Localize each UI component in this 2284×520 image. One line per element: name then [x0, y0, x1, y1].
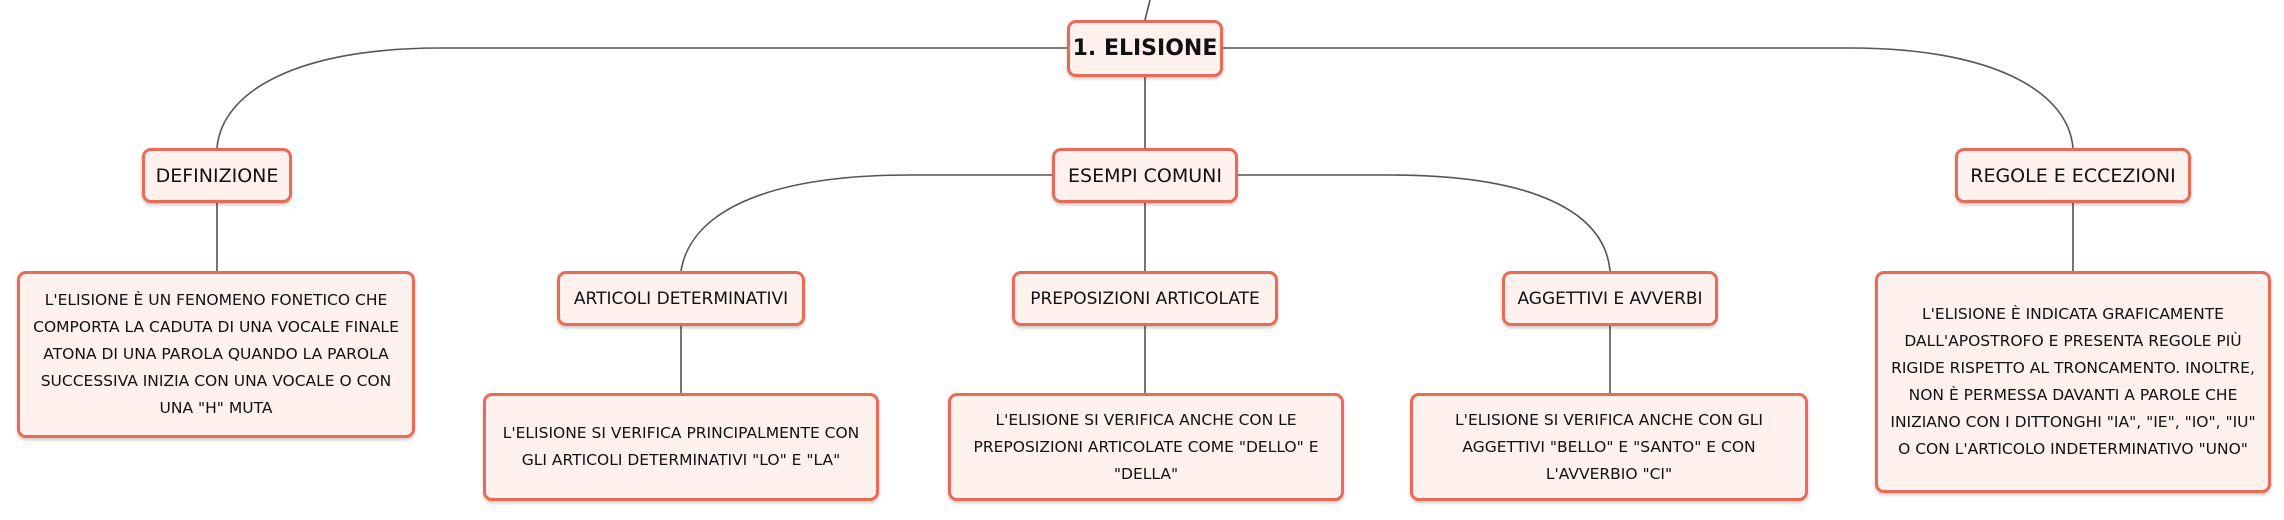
- definizione-text: L'ELISIONE È UN FENOMENO FONETICO CHE CO…: [33, 291, 399, 417]
- node-preposizioni-articolate-label: PREPOSIZIONI ARTICOLATE: [1030, 288, 1260, 309]
- node-definizione-label: DEFINIZIONE: [155, 164, 279, 187]
- connector-parent-to-root: [1144, 0, 1151, 21]
- connector-esempi-to-articoli: [680, 174, 1052, 272]
- aggettivi-text: L'ELISIONE SI VERIFICA ANCHE CON GLI AGG…: [1455, 410, 1763, 483]
- node-regole-e-eccezioni[interactable]: REGOLE E ECCEZIONI: [1955, 148, 2191, 203]
- node-definizione[interactable]: DEFINIZIONE: [142, 148, 292, 203]
- preposizioni-text: L'ELISIONE SI VERIFICA ANCHE CON LE PREP…: [973, 410, 1319, 483]
- node-esempi-comuni[interactable]: ESEMPI COMUNI: [1052, 148, 1238, 203]
- node-definizione-text[interactable]: L'ELISIONE È UN FENOMENO FONETICO CHE CO…: [17, 271, 415, 438]
- node-articoli-determinativi-label: ARTICOLI DETERMINATIVI: [573, 288, 789, 309]
- connector-esempi-to-aggettivi: [1238, 174, 1611, 272]
- articoli-text: L'ELISIONE SI VERIFICA PRINCIPALMENTE CO…: [502, 424, 860, 469]
- root-node-label: 1. ELISIONE: [1072, 36, 1218, 61]
- regole-text: L'ELISIONE È INDICATA GRAFICAMENTE DALL'…: [1890, 305, 2256, 458]
- node-aggettivi-e-avverbi[interactable]: AGGETTIVI E AVVERBI: [1502, 271, 1718, 326]
- root-node[interactable]: 1. ELISIONE: [1067, 20, 1223, 77]
- connector-root-to-regole: [1223, 47, 2074, 149]
- node-regole-text[interactable]: L'ELISIONE È INDICATA GRAFICAMENTE DALL'…: [1875, 271, 2271, 493]
- node-regole-e-eccezioni-label: REGOLE E ECCEZIONI: [1970, 164, 2176, 187]
- connector-root-to-definizione: [216, 47, 1067, 149]
- node-esempi-comuni-label: ESEMPI COMUNI: [1068, 164, 1222, 187]
- node-aggettivi-text[interactable]: L'ELISIONE SI VERIFICA ANCHE CON GLI AGG…: [1410, 393, 1808, 501]
- node-preposizioni-text[interactable]: L'ELISIONE SI VERIFICA ANCHE CON LE PREP…: [948, 393, 1344, 501]
- node-aggettivi-e-avverbi-label: AGGETTIVI E AVVERBI: [1517, 288, 1703, 309]
- node-articoli-determinativi[interactable]: ARTICOLI DETERMINATIVI: [557, 271, 805, 326]
- node-articoli-text[interactable]: L'ELISIONE SI VERIFICA PRINCIPALMENTE CO…: [483, 393, 879, 501]
- node-preposizioni-articolate[interactable]: PREPOSIZIONI ARTICOLATE: [1012, 271, 1278, 326]
